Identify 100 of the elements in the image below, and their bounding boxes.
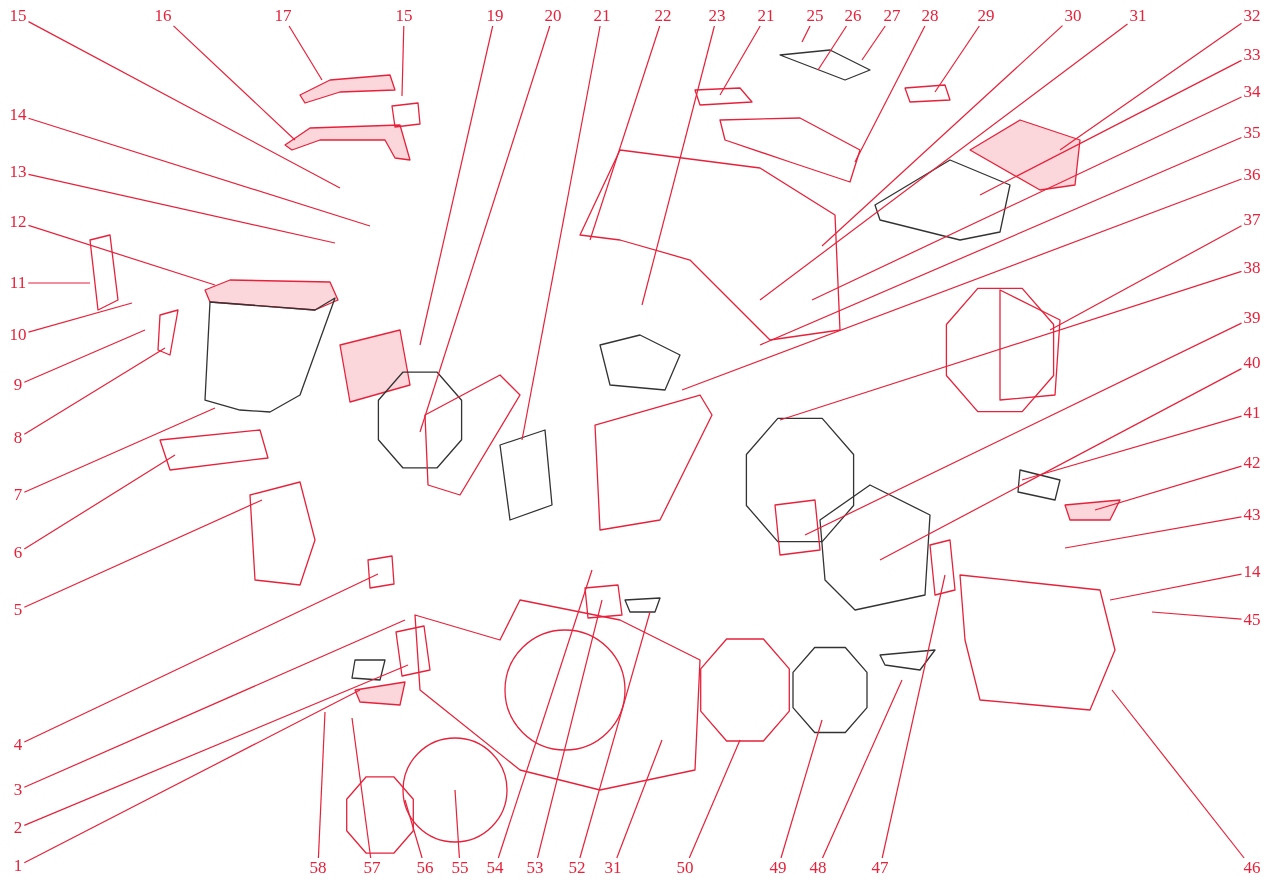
- leader-line: [27, 173, 336, 244]
- callout-number: 10: [8, 326, 28, 344]
- callout-number: 52: [567, 859, 587, 877]
- callout-number: 47: [870, 859, 890, 877]
- callout-number: 21: [756, 7, 776, 25]
- leader-line: [1094, 465, 1243, 511]
- leader-line: [27, 117, 371, 227]
- callout-number: 23: [707, 7, 727, 25]
- leader-line: [536, 599, 603, 859]
- callout-number: 4: [12, 736, 24, 754]
- leader-line: [1109, 573, 1243, 601]
- callout-number: 29: [976, 7, 996, 25]
- leader-line: [23, 499, 263, 608]
- callout-number: 39: [1242, 309, 1262, 327]
- callout-number: 16: [153, 7, 173, 25]
- callout-number: 53: [525, 859, 545, 877]
- leader-line: [23, 664, 409, 826]
- callout-number: 1: [12, 857, 24, 875]
- callout-number: 36: [1242, 166, 1262, 184]
- callout-number: 26: [843, 7, 863, 25]
- callout-number: 15: [394, 7, 414, 25]
- callout-number: 6: [12, 544, 24, 562]
- leader-line: [401, 25, 405, 97]
- leader-line: [934, 25, 980, 93]
- leader-line: [641, 25, 715, 306]
- callout-number: 8: [12, 429, 24, 447]
- leader-line: [1111, 689, 1245, 859]
- callout-number: 35: [1242, 124, 1262, 142]
- leader-line: [759, 23, 1129, 301]
- callout-number: 19: [485, 7, 505, 25]
- callout-number: 5: [12, 601, 24, 619]
- leader-line: [719, 25, 761, 96]
- callout-number: 12: [8, 213, 28, 231]
- callout-number: 9: [12, 376, 24, 394]
- leader-line: [779, 270, 1243, 421]
- leader-line: [817, 25, 848, 71]
- callout-number: 28: [920, 7, 940, 25]
- leader-line: [23, 573, 379, 743]
- leader-line: [821, 679, 903, 859]
- leader-line: [288, 25, 323, 81]
- callout-number: 49: [768, 859, 788, 877]
- leader-line: [27, 21, 341, 189]
- callout-number: 57: [362, 859, 382, 877]
- leader-line: [23, 619, 406, 788]
- leader-line: [589, 25, 661, 241]
- leader-line: [23, 454, 176, 550]
- callout-number: 46: [1242, 859, 1262, 877]
- leader-line: [1021, 415, 1243, 481]
- callout-number: 15: [8, 7, 28, 25]
- callout-number: 31: [603, 859, 623, 877]
- leader-line: [1064, 516, 1243, 549]
- callout-number: 25: [805, 7, 825, 25]
- leader-line: [521, 25, 601, 441]
- leader-line: [27, 224, 216, 286]
- leader-line: [780, 719, 823, 859]
- leader-line: [688, 739, 741, 859]
- callout-number: 14: [8, 106, 28, 124]
- leader-line: [801, 25, 811, 43]
- leader-line: [27, 282, 91, 284]
- leader-line: [821, 25, 1064, 247]
- callout-number: 2: [12, 819, 24, 837]
- leader-line: [979, 59, 1243, 196]
- leader-line: [681, 178, 1243, 391]
- leader-line: [419, 25, 551, 433]
- leader-line: [404, 799, 423, 859]
- leader-line: [317, 711, 326, 859]
- leader-line: [172, 25, 296, 141]
- callout-number: 3: [12, 781, 24, 799]
- leader-line: [1151, 611, 1243, 620]
- callout-number: 14: [1242, 563, 1262, 581]
- callout-number: 50: [675, 859, 695, 877]
- leader-line: [811, 96, 1243, 301]
- leader-line: [23, 407, 216, 493]
- callout-number: 55: [450, 859, 470, 877]
- callout-number: 34: [1242, 83, 1262, 101]
- callout-number: 43: [1242, 506, 1262, 524]
- callout-number: 40: [1242, 354, 1262, 372]
- callout-number: 33: [1242, 46, 1262, 64]
- leader-line: [759, 136, 1243, 346]
- leader-line: [497, 569, 593, 859]
- leader-line: [23, 689, 361, 864]
- callout-number: 48: [808, 859, 828, 877]
- leader-line: [454, 789, 460, 859]
- leader-line: [804, 322, 1243, 536]
- leader-line: [881, 574, 946, 859]
- callout-number: 17: [273, 7, 293, 25]
- callout-number: 41: [1242, 404, 1262, 422]
- leader-line: [879, 368, 1243, 561]
- callout-number: 56: [415, 859, 435, 877]
- callout-number: 22: [653, 7, 673, 25]
- leader-line: [616, 739, 663, 859]
- callout-number: 42: [1242, 454, 1262, 472]
- callout-number: 27: [882, 7, 902, 25]
- leader-line: [1059, 22, 1243, 151]
- leader-line: [23, 329, 146, 383]
- callout-number: 7: [12, 486, 24, 504]
- leader-line: [1049, 225, 1243, 331]
- leader-line: [23, 347, 166, 435]
- leader-line: [579, 611, 651, 859]
- callout-number: 38: [1242, 259, 1262, 277]
